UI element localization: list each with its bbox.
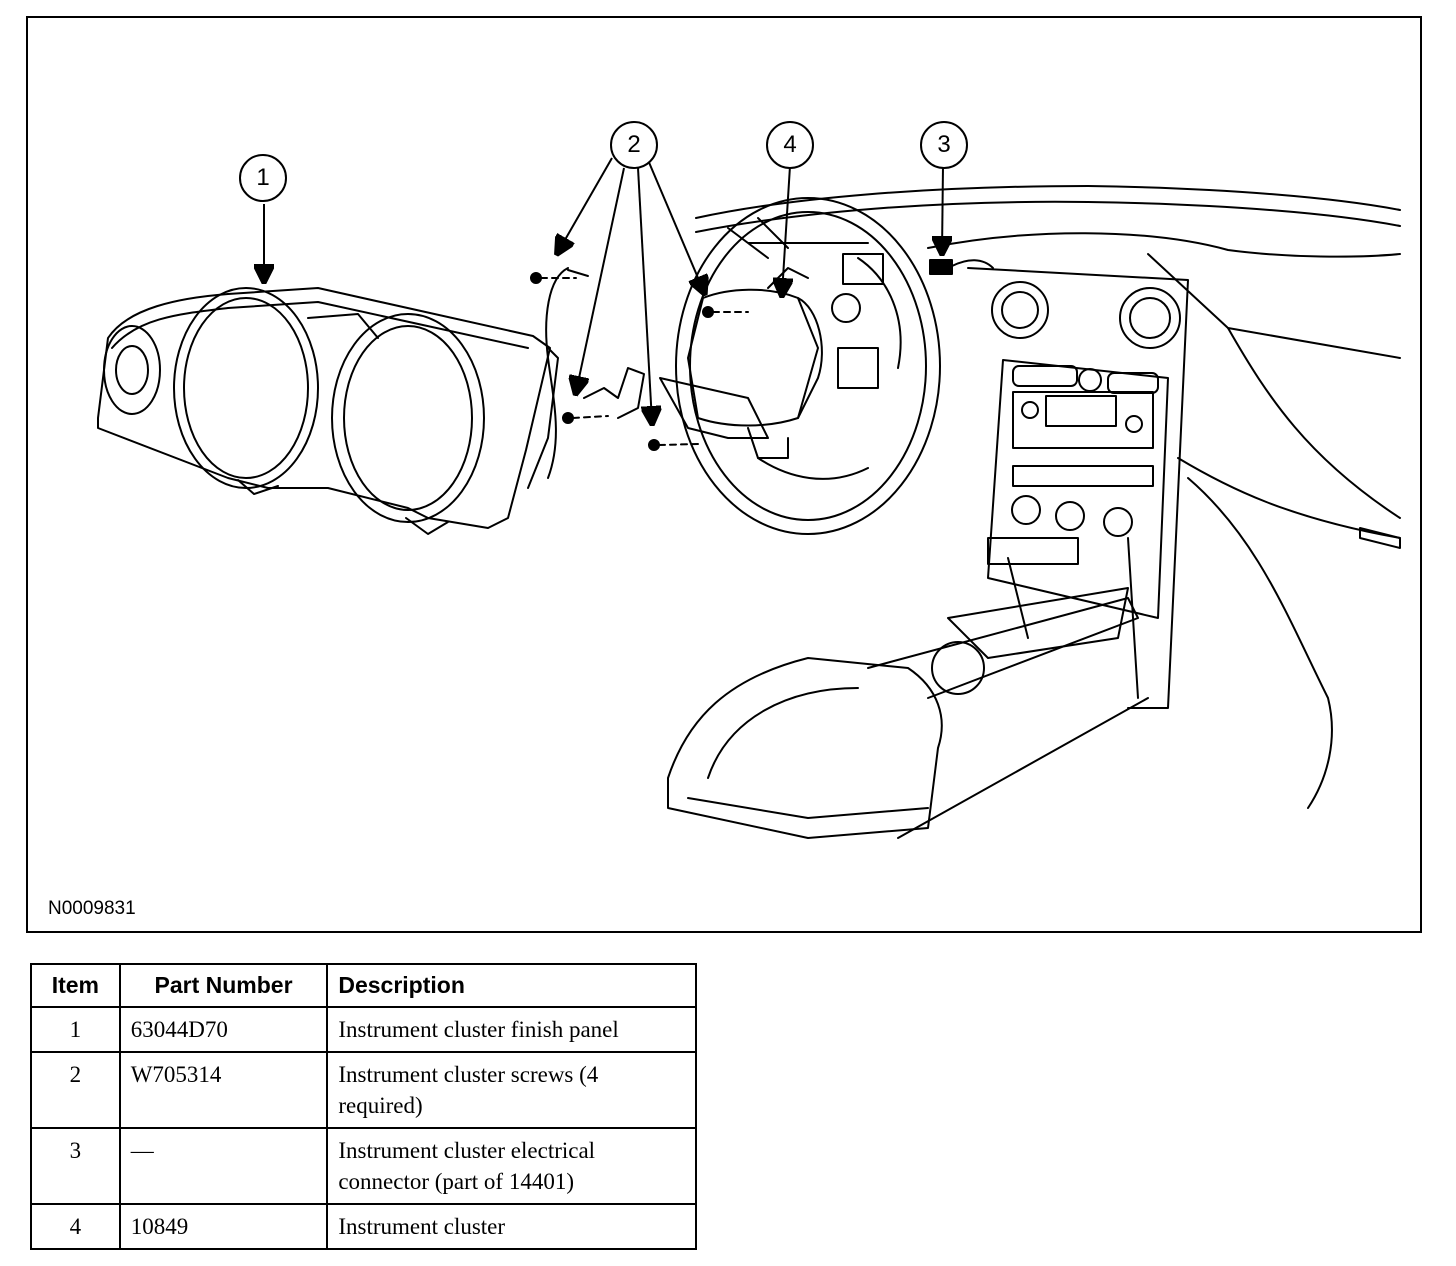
callout-1: 1 bbox=[239, 154, 287, 202]
table-row: 1 63044D70 Instrument cluster finish pan… bbox=[30, 1006, 697, 1053]
cell-item: 1 bbox=[30, 1006, 121, 1053]
dashboard-line-drawing bbox=[97, 185, 1401, 839]
leader-2a bbox=[558, 157, 613, 252]
cell-part-number: 63044D70 bbox=[118, 1006, 329, 1053]
screws-drawing bbox=[530, 272, 749, 451]
leader-2c bbox=[637, 167, 652, 422]
leader-2b bbox=[576, 167, 625, 392]
connector-drawing bbox=[929, 259, 994, 275]
figure-id: N0009831 bbox=[48, 898, 136, 919]
callout-4: 4 bbox=[766, 121, 814, 169]
header-part-number: Part Number bbox=[118, 963, 329, 1008]
leader-arrows bbox=[28, 157, 1420, 931]
callout-3: 3 bbox=[920, 121, 968, 169]
cell-item: 2 bbox=[30, 1051, 121, 1129]
leader-4 bbox=[782, 165, 790, 294]
cell-item: 4 bbox=[30, 1203, 121, 1250]
cell-description: Instrument cluster electrical connector … bbox=[326, 1127, 697, 1205]
leader-2d bbox=[647, 159, 704, 292]
header-item: Item bbox=[30, 963, 121, 1008]
finish-panel-drawing bbox=[97, 287, 559, 535]
cell-part-number: — bbox=[118, 1127, 329, 1205]
cell-part-number: 10849 bbox=[118, 1203, 329, 1250]
cell-description: Instrument cluster bbox=[326, 1203, 697, 1250]
cell-item: 3 bbox=[30, 1127, 121, 1205]
table-row: 3 — Instrument cluster electrical connec… bbox=[30, 1127, 697, 1205]
cell-description: Instrument cluster finish panel bbox=[326, 1006, 697, 1053]
callout-2: 2 bbox=[610, 121, 658, 169]
center-stack bbox=[947, 267, 1189, 709]
cluster-wiring-harness bbox=[545, 267, 589, 479]
header-description: Description bbox=[326, 963, 697, 1008]
cell-part-number: W705314 bbox=[118, 1051, 329, 1129]
cell-description: Instrument cluster screws (4 required) bbox=[326, 1051, 697, 1129]
parts-table: Item Part Number Description 1 63044D70 … bbox=[30, 963, 697, 1250]
exploded-diagram: 1 2 4 3 N0009831 bbox=[26, 16, 1422, 933]
steering-wheel bbox=[675, 197, 941, 535]
leader-3 bbox=[942, 165, 943, 252]
center-console bbox=[667, 597, 1149, 839]
table-header-row: Item Part Number Description bbox=[30, 963, 697, 1008]
table-row: 2 W705314 Instrument cluster screws (4 r… bbox=[30, 1051, 697, 1129]
table-row: 4 10849 Instrument cluster bbox=[30, 1203, 697, 1250]
